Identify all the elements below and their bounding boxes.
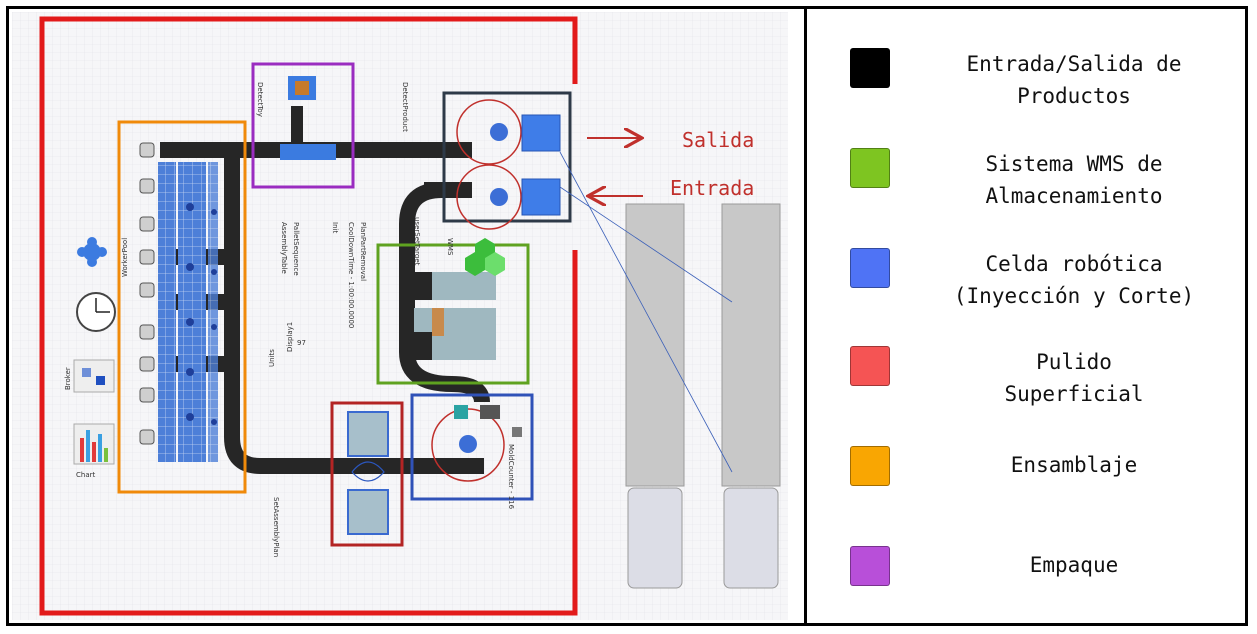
entry-label: Entrada xyxy=(670,176,755,200)
plan-part-removal-label: PlanPartRemoval xyxy=(359,222,367,281)
panel-divider xyxy=(804,6,807,626)
legend-swatch-wms xyxy=(850,148,890,188)
legend-label-line1: Ensamblaje xyxy=(1010,453,1138,477)
wms-zone-box xyxy=(376,243,530,385)
legend-label-line2: Almacenamiento xyxy=(985,184,1163,208)
packaging-zone-box xyxy=(251,62,355,189)
legend-label-robotic-cell: Celda robótica (Inyección y Corte) xyxy=(904,248,1244,312)
detect-toy-label: DetectToy xyxy=(256,82,264,117)
legend-label-line1: Celda robótica xyxy=(985,252,1163,276)
exit-label: Salida xyxy=(682,128,755,152)
legend-label-wms: Sistema WMS de Almacenamiento xyxy=(904,148,1244,212)
legend-label-packaging: Empaque xyxy=(904,549,1244,581)
pallet-sequence-label: PalletSequence xyxy=(292,222,300,276)
assembly-zone-box xyxy=(117,120,247,494)
wms-label: WMS xyxy=(446,238,454,256)
legend-label-line2: Superficial xyxy=(1004,382,1144,406)
legend-label-inout: Entrada/Salida de Productos xyxy=(904,48,1244,112)
inout-zone-box xyxy=(442,91,572,223)
legend-label-line1: Pulido xyxy=(1036,350,1112,374)
worker-icons xyxy=(139,142,155,445)
legend-item-polishing: Pulido Superficial xyxy=(808,346,1254,406)
building-walls xyxy=(39,16,578,616)
truck-right xyxy=(721,203,781,589)
units-label: Units xyxy=(268,349,276,367)
legend-label-line2: (Inyección y Corte) xyxy=(953,284,1195,308)
mold-counter-label: MoldCounter - 116 xyxy=(507,444,515,510)
legend-label-line1: Entrada/Salida de xyxy=(966,52,1182,76)
factory-layout: Broker Chart xyxy=(12,12,788,620)
display-label: Display1 xyxy=(286,322,294,352)
cool-down-time-label: CoolDownTime - 1:00:00.0000 xyxy=(347,222,355,328)
clock-icon xyxy=(76,292,116,332)
legend-swatch-polishing xyxy=(850,346,890,386)
inout-robots xyxy=(456,99,561,230)
set-assembly-plan-label: SetAssemblyPlan xyxy=(272,497,280,557)
legend-label-line1: Sistema WMS de xyxy=(985,152,1163,176)
init-label: Init xyxy=(331,222,339,233)
wms-shelves xyxy=(414,272,496,360)
chart-label: Chart xyxy=(76,471,95,479)
assembly-racks xyxy=(158,162,218,462)
legend-label-line2: Productos xyxy=(1017,84,1131,108)
truck-left xyxy=(625,203,685,589)
broker-icon xyxy=(73,359,115,393)
legend-swatch-robotic-cell xyxy=(850,248,890,288)
legend-item-assembly: Ensamblaje xyxy=(808,446,1254,506)
legend-swatch-inout xyxy=(850,48,890,88)
polishing-stations xyxy=(347,411,389,535)
assembly-table-label: AssemblyTable xyxy=(280,222,288,274)
display-value: 97 xyxy=(297,339,306,347)
detect-product-label: DetectProduct xyxy=(401,82,409,132)
legend-swatch-packaging xyxy=(850,546,890,586)
legend-label-polishing: Pulido Superficial xyxy=(904,346,1244,410)
user-set-target-label: userSetTarget xyxy=(413,217,421,266)
legend-swatch-assembly xyxy=(850,446,890,486)
legend-label-assembly: Ensamblaje xyxy=(904,449,1244,481)
legend-item-packaging: Empaque xyxy=(808,546,1254,606)
broker-label: Broker xyxy=(64,367,72,390)
robotic-cell xyxy=(431,405,522,482)
wms-cluster-icon xyxy=(465,238,505,276)
legend-label-line1: Empaque xyxy=(1029,553,1119,577)
flow-arrows xyxy=(587,138,643,196)
legend-item-robotic-cell: Celda robótica (Inyección y Corte) xyxy=(808,248,1254,308)
robotic-cell-box xyxy=(410,393,534,501)
workerpool-label: WorkerPool xyxy=(121,238,129,277)
chart-icon xyxy=(73,423,115,465)
legend-item-wms: Sistema WMS de Almacenamiento xyxy=(808,148,1254,208)
legend-item-inout: Entrada/Salida de Productos xyxy=(808,48,1254,108)
polishing-zone-box xyxy=(330,401,404,547)
workerpool-icon xyxy=(77,237,107,267)
packaging-machine xyxy=(280,76,336,160)
